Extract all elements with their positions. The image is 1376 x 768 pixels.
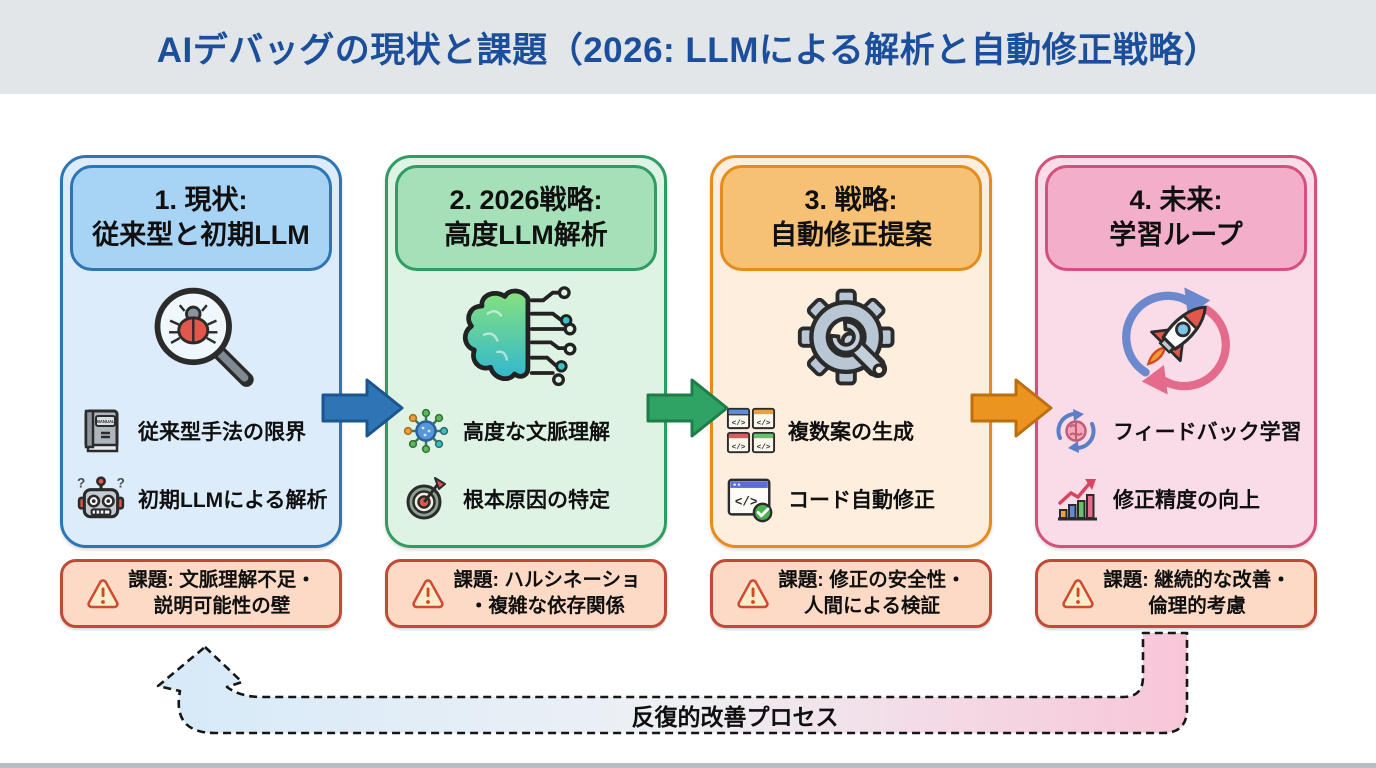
feature-label: 複数案の生成 (788, 421, 914, 444)
stage-4-card: 4. 未来: 学習ループ (1035, 155, 1317, 548)
stage-3-features: </> </> </> (713, 406, 989, 524)
feedback-loop-arrow: 反復的改善プロセス (156, 631, 1189, 735)
svg-text:</>: </> (757, 444, 771, 452)
challenge-text: 課題: 継続的な改善・ 倫理的考慮 (1103, 569, 1291, 617)
stage-1-column: 1. 現状: 従来型と初期LLM (60, 155, 342, 628)
target-icon (401, 474, 451, 524)
stage-1-features: MANUAL 従来型手法の限界 ? ? (63, 406, 339, 524)
stage-1-title-line1: 1. 現状: (154, 184, 248, 215)
challenge-text: 課題: 文脈理解不足・ 説明可能性の壁 (128, 569, 316, 617)
svg-text:</>: </> (735, 496, 758, 510)
robot-icon: ? ? (76, 474, 126, 524)
bottom-edge-strip (0, 763, 1376, 768)
warning-icon (736, 578, 770, 609)
stage-2-column: 2. 2026戦略: 高度LLM解析 (385, 155, 667, 628)
stage-1-card: 1. 現状: 従来型と初期LLM (60, 155, 342, 548)
gear-wrench-icon (713, 278, 989, 402)
stage-4-features: フィードバック学習 修正精度の向上 (1038, 406, 1314, 524)
feature-item: </> </> </> (726, 406, 976, 456)
stage-2-features: 高度な文脈理解 根本原因の特定 (388, 406, 664, 524)
svg-text:</>: </> (732, 420, 746, 428)
chart-up-icon (1051, 474, 1101, 524)
feature-label: 高度な文脈理解 (463, 421, 610, 444)
feature-item: </> コード自動修正 (726, 474, 976, 524)
stage-2-title-line2: 高度LLM解析 (444, 220, 608, 250)
stage-1-title-line2: 従来型と初期LLM (92, 220, 310, 250)
stage-3-title-line2: 自動修正提案 (770, 220, 932, 250)
stage-2-card: 2. 2026戦略: 高度LLM解析 (385, 155, 667, 548)
warning-icon (86, 578, 120, 609)
feedback-loop-band (156, 631, 1189, 735)
feature-item: フィードバック学習 (1051, 406, 1302, 456)
stage-3-card: 3. 戦略: 自動修正提案 (710, 155, 992, 548)
stage-4-challenge: 課題: 継続的な改善・ 倫理的考慮 (1035, 559, 1317, 628)
feedback-loop-label: 反復的改善プロセス (632, 704, 839, 730)
feature-item: 高度な文脈理解 (401, 406, 651, 456)
code-check-icon: </> (726, 474, 776, 524)
feature-label: 初期LLMによる解析 (138, 489, 328, 512)
svg-text:?: ? (117, 476, 125, 491)
stage-2-title: 2. 2026戦略: 高度LLM解析 (395, 165, 657, 271)
warning-icon (411, 578, 445, 609)
svg-text:</>: </> (732, 444, 746, 452)
challenge-text: 課題: 修正の安全性・ 人間による検証 (778, 569, 966, 617)
warning-icon (1061, 578, 1095, 609)
flow-arrow-1-icon (321, 378, 404, 438)
flow-arrow-2-icon (646, 378, 729, 438)
stage-3-title: 3. 戦略: 自動修正提案 (720, 165, 982, 271)
feature-item: MANUAL 従来型手法の限界 (76, 406, 326, 456)
stage-2-challenge: 課題: ハルシネーショ ・複雑な依存関係 (385, 559, 667, 628)
svg-text:MANUAL: MANUAL (96, 419, 115, 424)
svg-text:</>: </> (757, 420, 771, 428)
feature-label: 従来型手法の限界 (138, 421, 306, 444)
rocket-cycle-icon (1038, 278, 1314, 402)
page-title: AIデバッグの現状と課題（2026: LLMによる解析と自動修正戦略） (156, 30, 1220, 70)
code-windows-icon: </> </> </> (726, 406, 776, 456)
flow-arrow-3-icon (970, 378, 1053, 438)
svg-text:?: ? (77, 476, 85, 491)
stage-4-title-line1: 4. 未来: (1129, 184, 1223, 215)
stage-4-title-line2: 学習ループ (1109, 220, 1243, 250)
bug-magnifier-icon (63, 278, 339, 402)
brain-circuit-icon (388, 278, 664, 402)
stage-1-title: 1. 現状: 従来型と初期LLM (70, 165, 332, 271)
feature-item: 根本原因の特定 (401, 474, 651, 524)
stage-3-challenge: 課題: 修正の安全性・ 人間による検証 (710, 559, 992, 628)
stage-3-title-line1: 3. 戦略: (804, 184, 898, 215)
stage-4-title: 4. 未来: 学習ループ (1045, 165, 1307, 271)
brain-cycle-icon (1051, 406, 1101, 456)
feature-item: 修正精度の向上 (1051, 474, 1301, 524)
stage-4-column: 4. 未来: 学習ループ (1035, 155, 1317, 628)
feature-label: 修正精度の向上 (1113, 489, 1260, 512)
feature-label: フィードバック学習 (1113, 421, 1302, 444)
manual-book-icon: MANUAL (76, 406, 126, 456)
network-icon (401, 406, 451, 456)
title-bar: AIデバッグの現状と課題（2026: LLMによる解析と自動修正戦略） (0, 0, 1376, 94)
stage-1-challenge: 課題: 文脈理解不足・ 説明可能性の壁 (60, 559, 342, 628)
feature-label: コード自動修正 (788, 489, 935, 512)
challenge-text: 課題: ハルシネーショ ・複雑な依存関係 (453, 569, 641, 617)
stage-3-column: 3. 戦略: 自動修正提案 (710, 155, 992, 628)
feature-item: ? ? (76, 474, 328, 524)
stage-2-title-line1: 2. 2026戦略: (449, 184, 603, 215)
feature-label: 根本原因の特定 (463, 489, 610, 512)
